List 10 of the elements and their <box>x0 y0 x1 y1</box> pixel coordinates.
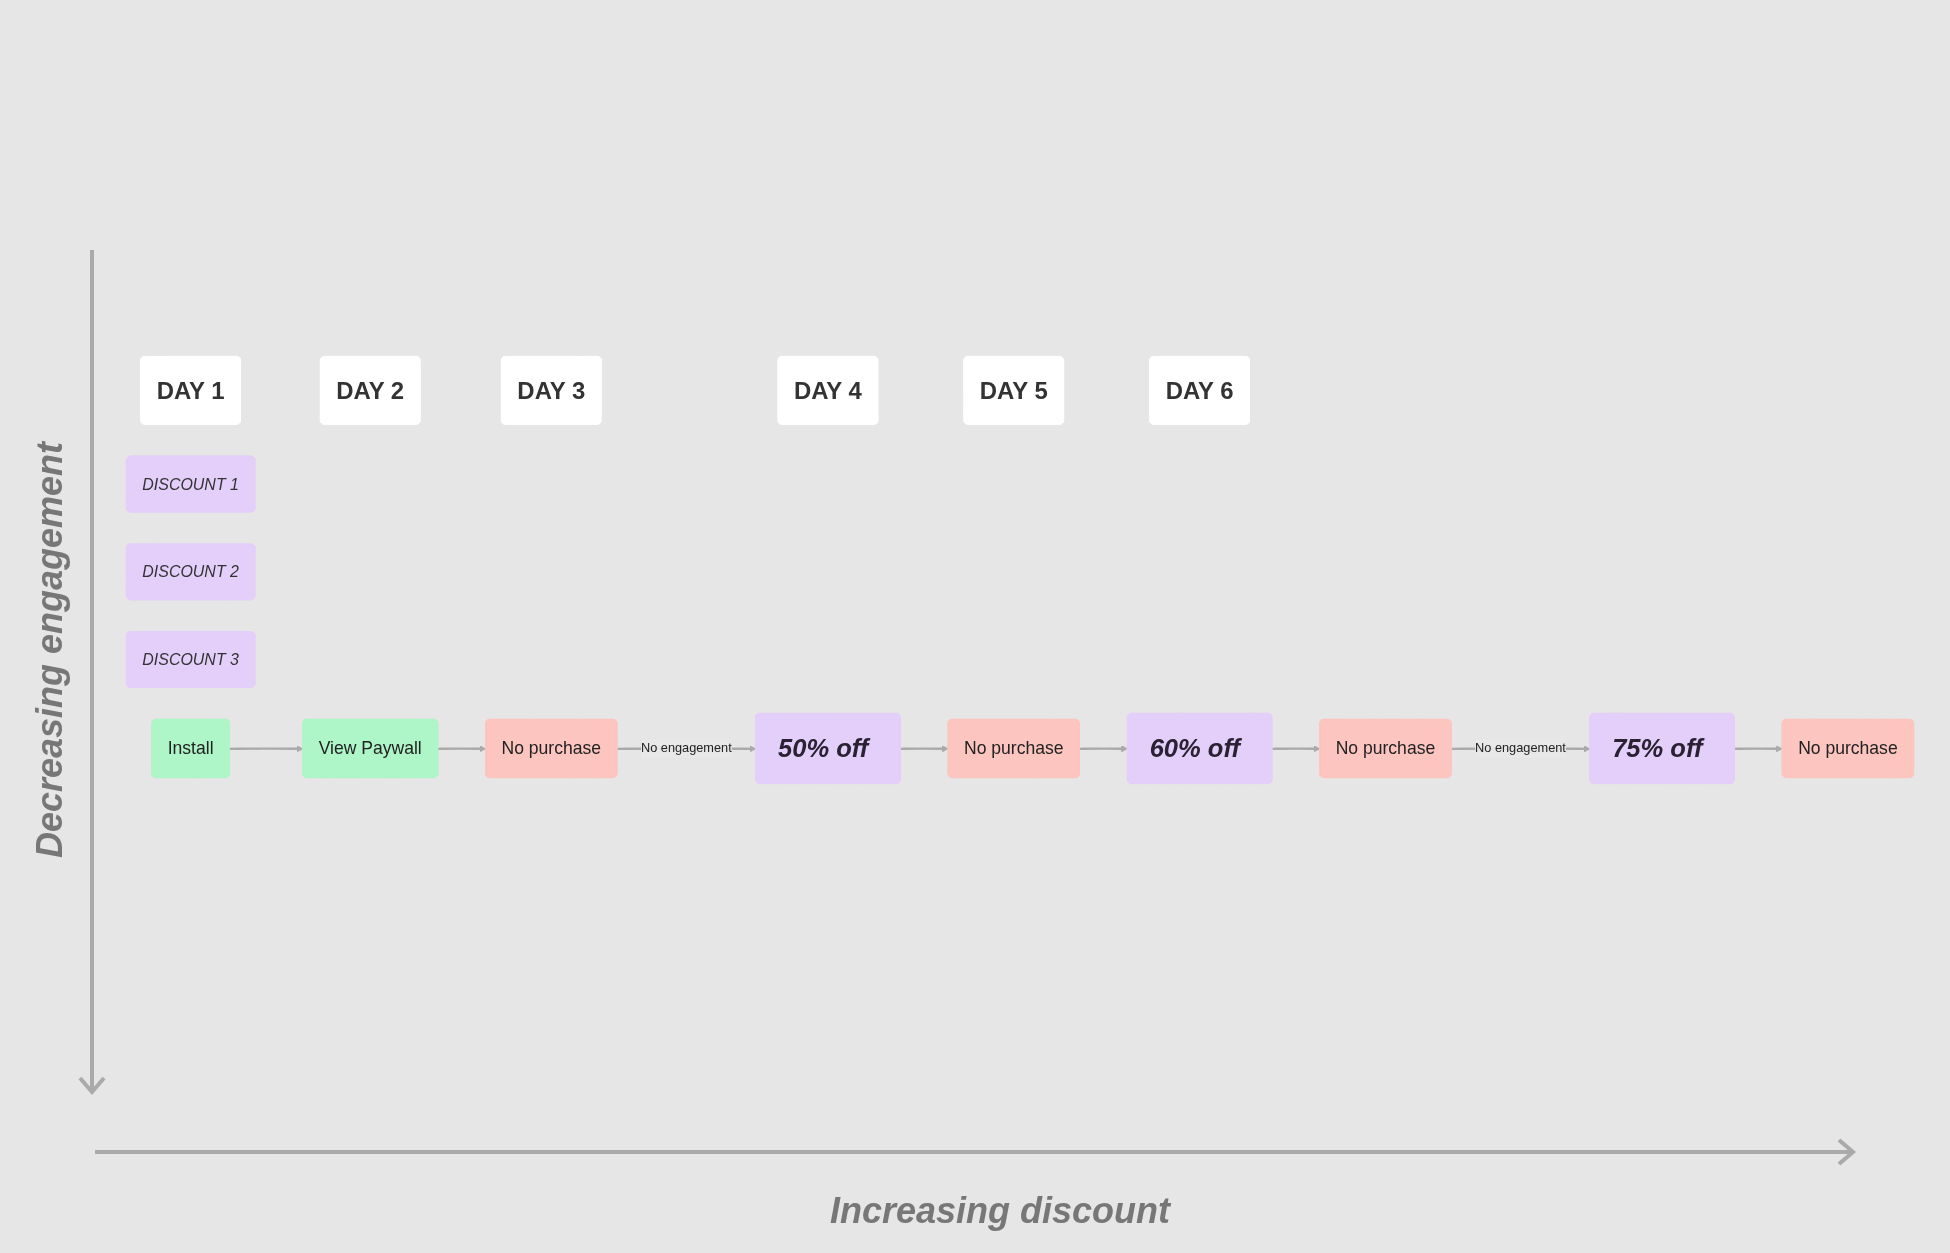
arrow <box>1272 745 1321 753</box>
arrow <box>229 745 304 753</box>
edge-label: No engagement <box>1475 741 1566 755</box>
edge-label: No engagement <box>640 741 732 755</box>
arrow <box>1079 745 1129 753</box>
arrow <box>438 745 487 753</box>
arrow <box>1734 745 1783 753</box>
axis-label: Decreasing engagement <box>29 441 71 859</box>
arrow <box>900 745 949 753</box>
axis-label: Increasing discount <box>829 1190 1171 1232</box>
